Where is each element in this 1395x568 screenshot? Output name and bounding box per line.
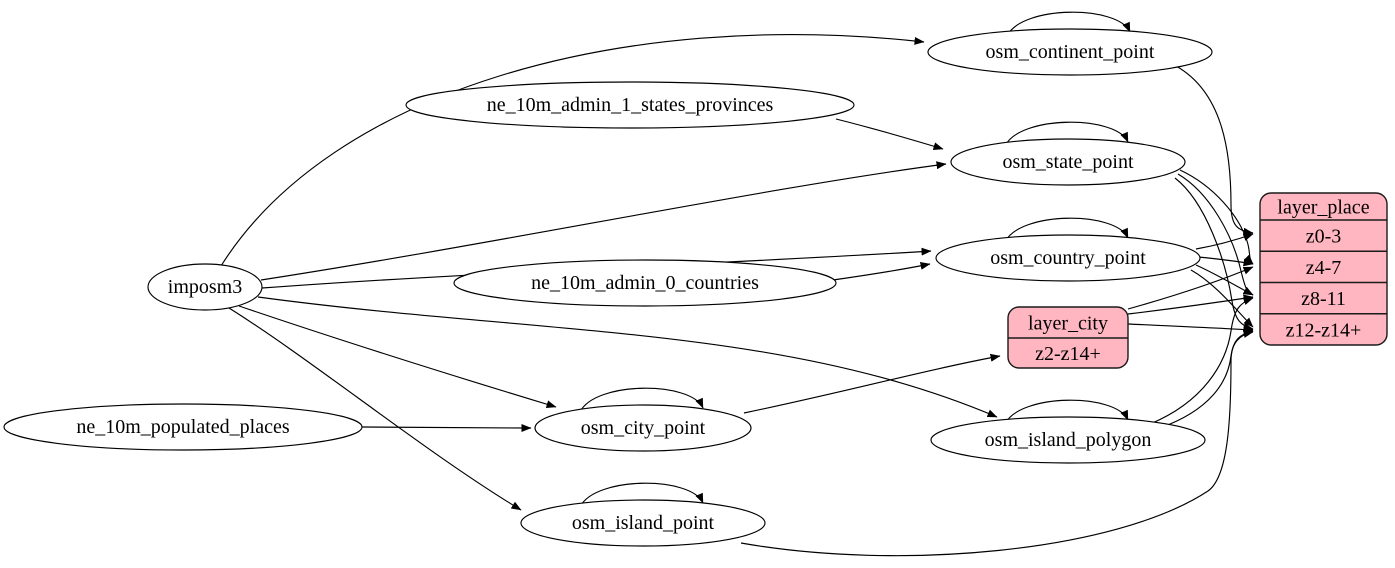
node-osm_state_point: osm_state_point <box>950 138 1186 186</box>
node-osm_city_point: osm_city_point <box>534 404 752 452</box>
node-osm_island_polygon: osm_island_polygon <box>930 416 1206 464</box>
node-shape-osm_country_point <box>935 234 1201 282</box>
node-shape-osm_island_point <box>520 499 766 547</box>
record-shape-layer_place <box>1259 192 1388 346</box>
node-osm_island_point: osm_island_point <box>520 499 766 547</box>
node-shape-osm_state_point <box>950 138 1186 186</box>
edge-layer_city-to-layer_place:z8-11 <box>1127 294 1254 315</box>
node-shape-ne_10m_admin_1_states_provinces <box>405 81 855 129</box>
node-label-osm_state_point: osm_state_point <box>1002 151 1134 173</box>
node-label-osm_island_point: osm_island_point <box>572 512 715 534</box>
edge-layer_city-to-layer_place:z4-7 <box>1127 266 1254 310</box>
edge-osm_island_point-to-layer_place:z12-z14+ <box>740 330 1254 557</box>
self-loop-osm_continent_point <box>1006 11 1131 37</box>
record-row-layer_place-3: z12-z14+ <box>1286 319 1362 341</box>
edge-imposm3-to-osm_continent_point <box>220 34 925 267</box>
node-shape-osm_island_polygon <box>930 416 1206 464</box>
record-layer_city: layer_city z2-z14+ <box>1007 306 1129 369</box>
node-osm_country_point: osm_country_point <box>935 234 1201 282</box>
record-row-layer_city-0: z2-z14+ <box>1035 343 1101 365</box>
edge-osm_country_point-to-layer_place:z4-7 <box>1197 256 1254 267</box>
edge-osm_city_point-to-layer_city <box>743 353 1001 414</box>
node-shape-osm_city_point <box>534 404 752 452</box>
node-label-osm_city_point: osm_city_point <box>581 417 706 439</box>
edge-osm_country_point-to-layer_place:z0-3 <box>1195 233 1254 250</box>
edge-osm_state_point-to-layer_place:z12-z14+ <box>1174 177 1254 331</box>
edge-imposm3-to-osm_island_polygon <box>257 296 998 418</box>
edge-osm_state_point-to-layer_place:z4-7 <box>1179 169 1254 265</box>
record-row-layer_place-1: z4-7 <box>1306 257 1342 279</box>
edge-osm_island_polygon-to-layer_place:z8-11 <box>1149 297 1254 425</box>
node-label-ne_10m_admin_0_countries: ne_10m_admin_0_countries <box>531 272 759 294</box>
node-osm_continent_point: osm_continent_point <box>927 28 1213 76</box>
node-label-imposm3: imposm3 <box>168 276 242 298</box>
edge-imposm3-to-osm_city_point <box>238 305 557 409</box>
node-label-ne_10m_populated_places: ne_10m_populated_places <box>76 416 289 438</box>
node-imposm3: imposm3 <box>147 263 263 311</box>
node-shape-ne_10m_populated_places <box>3 403 363 451</box>
node-ne_10m_populated_places: ne_10m_populated_places <box>3 403 363 451</box>
record-row-layer_place-0: z0-3 <box>1306 226 1342 248</box>
record-row-layer_place-2: z8-11 <box>1301 288 1346 310</box>
self-loop-osm_state_point <box>1004 121 1129 147</box>
self-loop-osm_island_point <box>579 482 704 508</box>
record-header-layer_place: layer_place <box>1277 197 1369 219</box>
edge-ne_10m_admin_0_countries-to-osm_country_point <box>832 261 931 281</box>
record-header-layer_city: layer_city <box>1028 313 1108 335</box>
edge-imposm3-to-osm_island_point <box>228 307 522 511</box>
edge-osm_country_point-to-layer_place:z12-z14+ <box>1190 269 1254 328</box>
record-layer_place: layer_place z0-3 z4-7 z8-11 z12-z14+ <box>1259 192 1388 346</box>
node-label-osm_country_point: osm_country_point <box>990 247 1146 269</box>
edge-ne_10m_populated_places-to-osm_city_point <box>361 423 532 432</box>
node-shape-osm_continent_point <box>927 28 1213 76</box>
node-label-osm_continent_point: osm_continent_point <box>986 41 1155 63</box>
node-shape-imposm3 <box>147 263 263 311</box>
node-ne_10m_admin_1_states_provinces: ne_10m_admin_1_states_provinces <box>405 81 855 129</box>
edge-imposm3-to-osm_state_point <box>260 161 947 281</box>
edge-osm_island_polygon-to-layer_place:z12-z14+ <box>1159 329 1254 429</box>
node-label-ne_10m_admin_1_states_provinces: ne_10m_admin_1_states_provinces <box>487 94 774 116</box>
edge-osm_country_point-to-layer_place:z8-11 <box>1195 264 1254 296</box>
edge-osm_continent_point-to-layer_place:z0-3 <box>1175 65 1254 236</box>
node-shape-ne_10m_admin_0_countries <box>453 259 837 307</box>
self-loop-osm_city_point <box>579 387 704 413</box>
node-ne_10m_admin_0_countries: ne_10m_admin_0_countries <box>453 259 837 307</box>
self-loop-osm_country_point <box>1004 217 1129 243</box>
node-label-osm_island_polygon: osm_island_polygon <box>985 429 1152 451</box>
edge-layer_city-to-layer_place:z12-z14+ <box>1127 323 1254 334</box>
self-loop-osm_island_polygon <box>1004 399 1129 425</box>
edge-ne_10m_admin_1_states_provinces-to-osm_state_point <box>835 118 944 151</box>
